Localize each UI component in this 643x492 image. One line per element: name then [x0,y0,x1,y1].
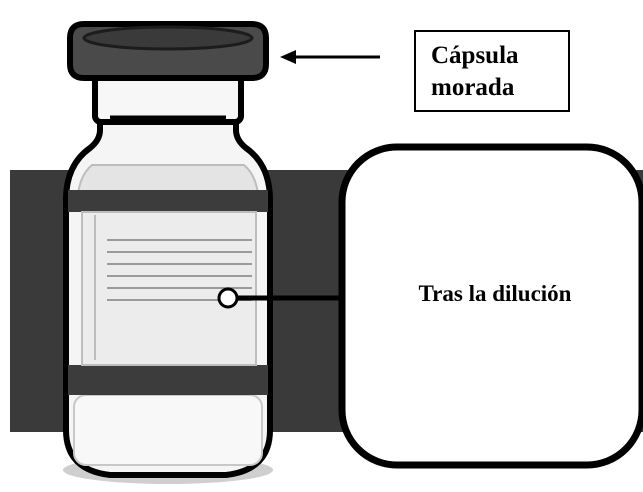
vial-label-band-bottom [68,365,268,395]
vial-neck [92,71,244,125]
vial-liquid [73,394,263,466]
dilution-label: Tras la dilución [418,281,572,306]
vial-label-lines [107,239,252,301]
cap-label-line2: morada [431,74,515,101]
cap-label-line1: Cápsula [431,42,519,69]
cap-label-box: Cápsula morada [414,30,570,112]
vial-cap-top [82,25,254,51]
dilution-callout-box [338,143,643,469]
dilution-pointer-dot [217,287,239,309]
vial-label-band-top [68,190,268,212]
cap-arrow-head [280,50,296,64]
